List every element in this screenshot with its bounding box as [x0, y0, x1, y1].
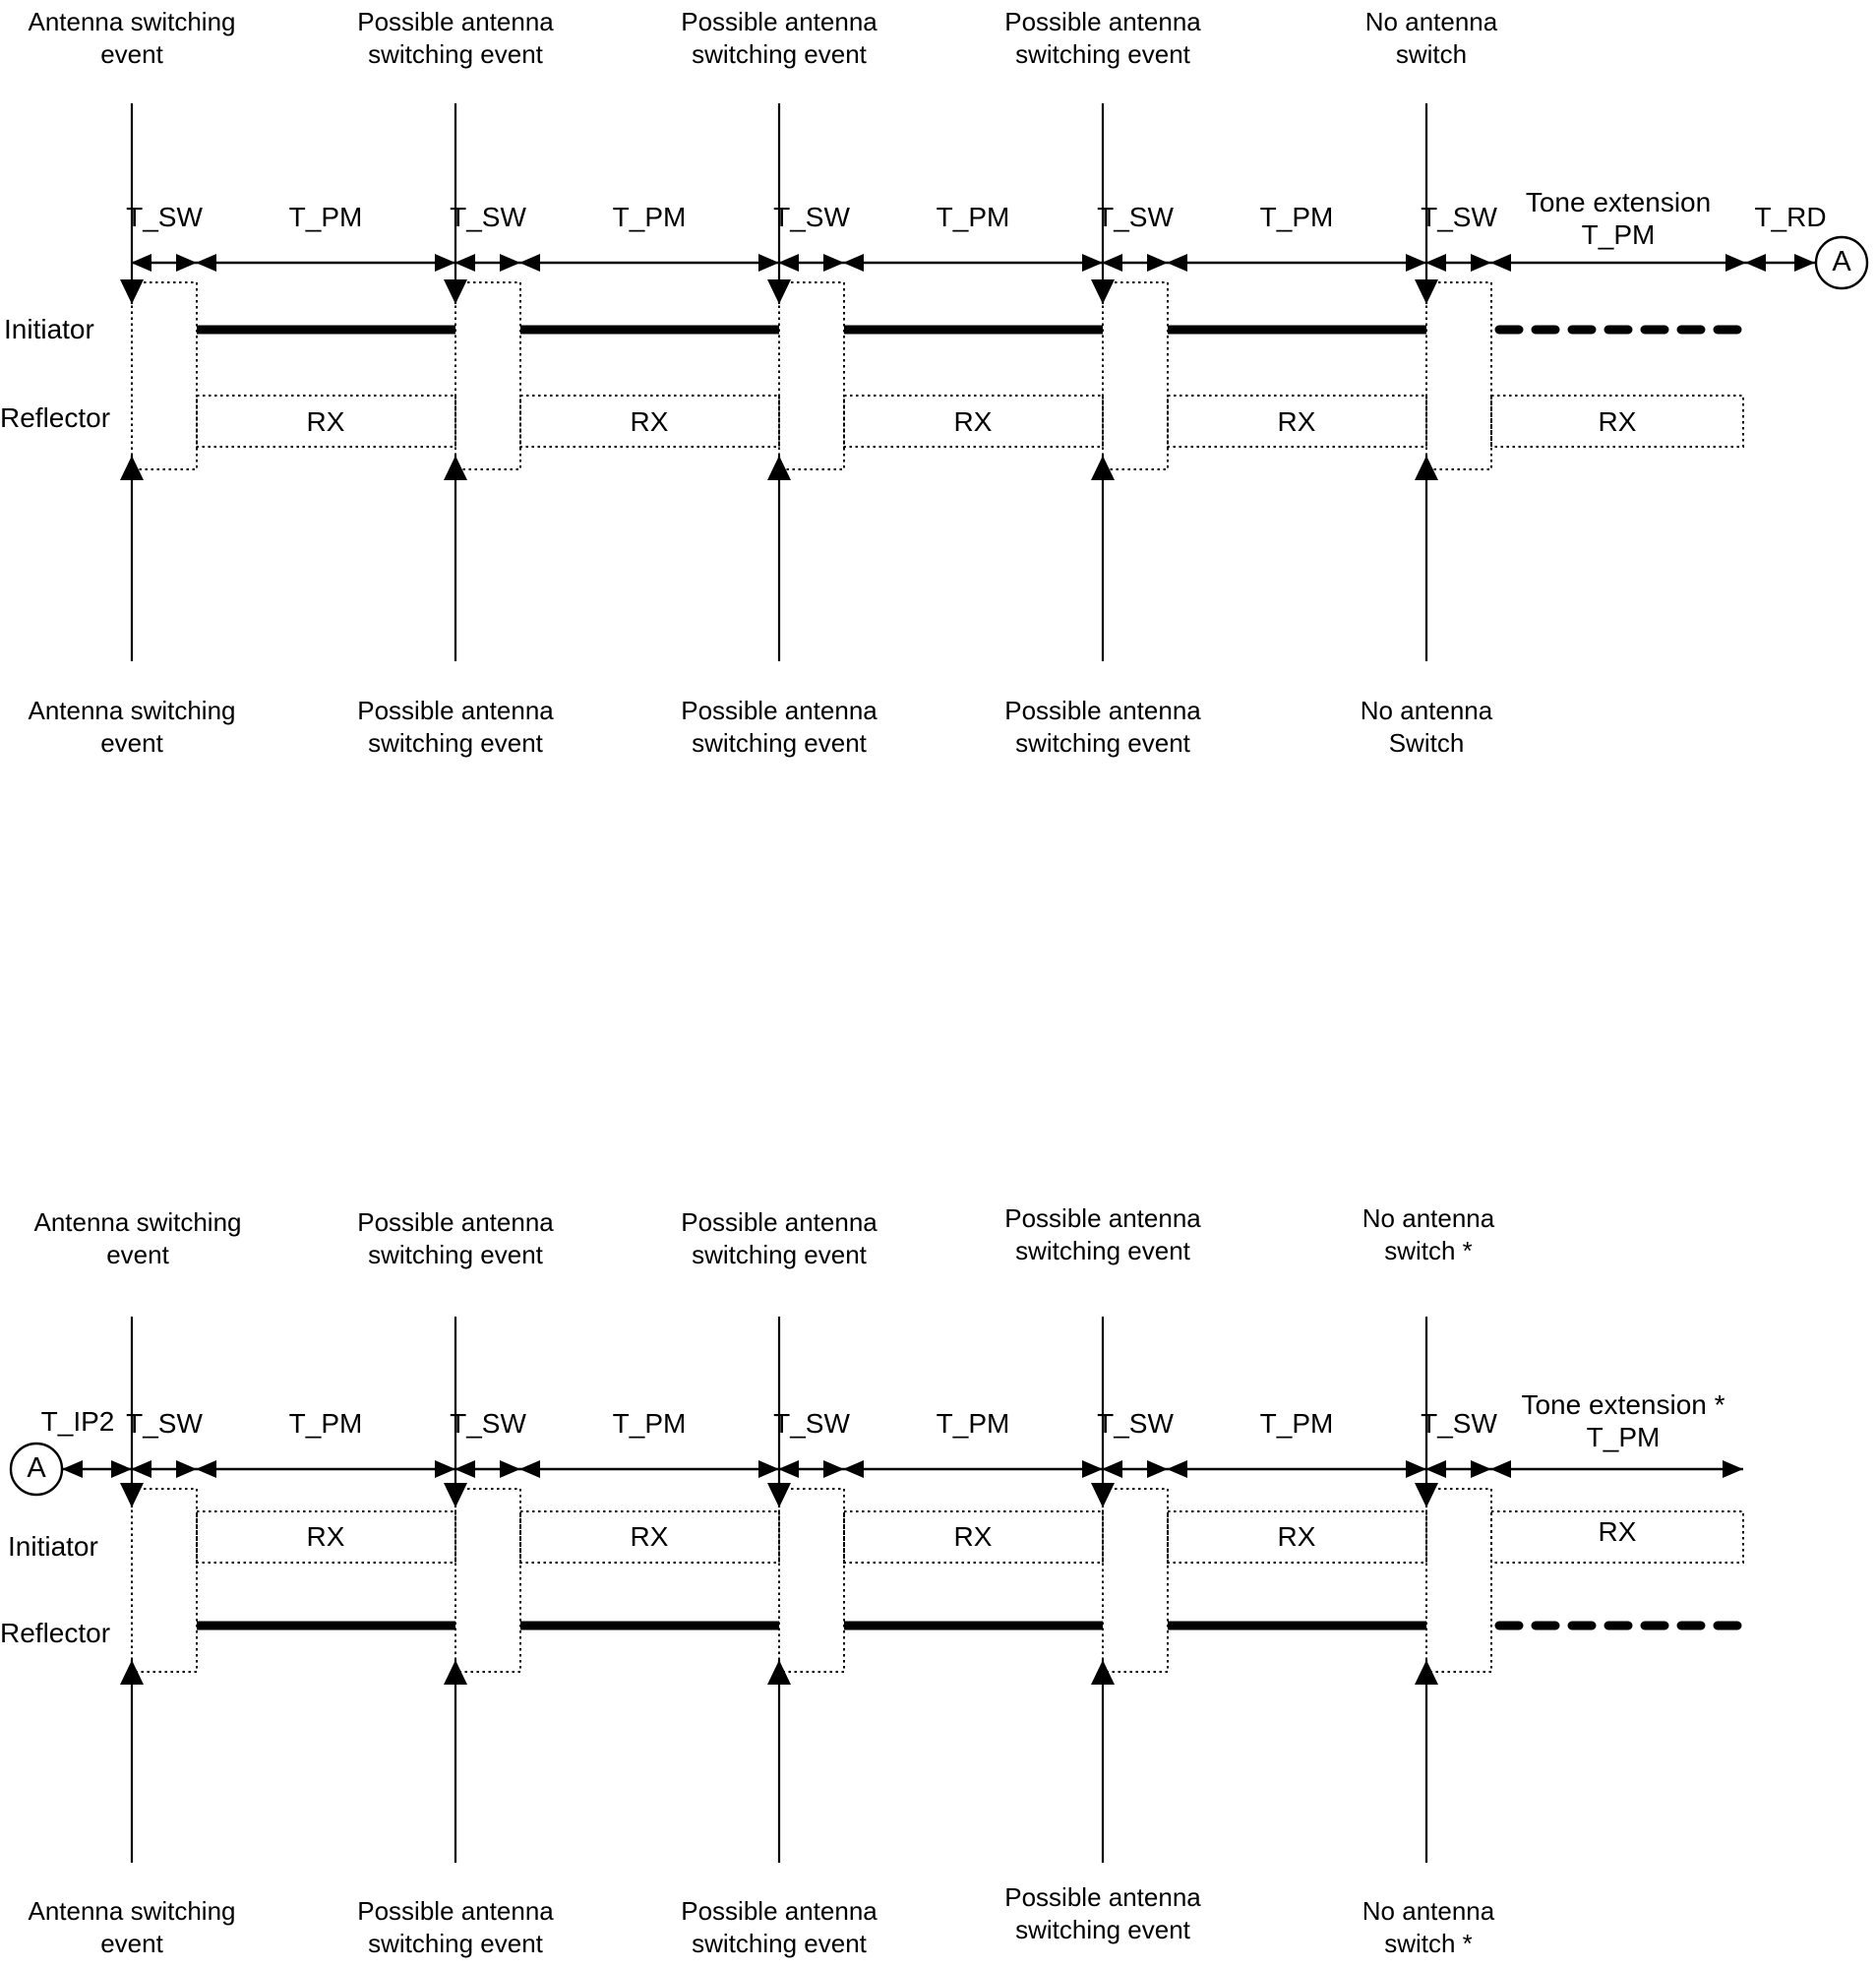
rx-window-box [1167, 395, 1427, 448]
timing-label-tone-extension: Tone extension * T_PM [1521, 1389, 1725, 1452]
timing-label-t-pm: T_PM [936, 202, 1010, 232]
rx-window-box [196, 1510, 456, 1564]
event-label-bottom: Possible antenna switching event [1004, 1882, 1201, 1944]
timing-label-t-sw: T_SW [773, 1408, 850, 1439]
rx-window-box [843, 395, 1104, 448]
top-diagram-graphics [120, 103, 1869, 661]
connector-a-circle [1814, 235, 1869, 290]
switch-window-box [1425, 1488, 1492, 1673]
event-label-top: No antenna switch * [1362, 1203, 1495, 1265]
switch-window-box [1102, 1488, 1169, 1673]
event-label-bottom: Possible antenna switching event [681, 696, 877, 758]
timing-label-t-pm: T_PM [936, 1408, 1010, 1439]
rx-label: RX [1598, 406, 1637, 437]
timing-label-t-sw: T_SW [1421, 202, 1497, 232]
rx-window-box [1490, 395, 1744, 448]
rx-window-box [519, 395, 780, 448]
rx-label: RX [1598, 1516, 1637, 1547]
rx-label: RX [1277, 1521, 1316, 1552]
rx-label: RX [1277, 406, 1316, 437]
event-label-top: Possible antenna switching event [681, 7, 877, 69]
event-label-bottom: Antenna switching event [28, 1896, 236, 1958]
event-label-bottom: Antenna switching event [28, 696, 236, 758]
switch-window-box [454, 281, 521, 470]
row-label-initiator: Initiator [8, 1531, 98, 1562]
rx-window-box [196, 395, 456, 448]
timing-label-t-sw: T_SW [773, 202, 850, 232]
rx-window-box [1490, 1510, 1744, 1564]
event-label-top: Antenna switching event [28, 7, 236, 69]
switch-window-box [131, 1488, 198, 1673]
event-label-top: No antenna switch [1364, 7, 1498, 69]
row-label-reflector: Reflector [0, 402, 111, 433]
event-label-top: Possible antenna switching event [681, 1207, 877, 1269]
row-label-reflector: Reflector [0, 1618, 111, 1648]
event-label-bottom: No antenna switch * [1362, 1896, 1495, 1958]
timing-label-t-pm: T_PM [1259, 202, 1334, 232]
timing-label-t-sw: T_SW [126, 1408, 203, 1439]
switch-window-box [454, 1488, 521, 1673]
rx-label: RX [306, 1521, 345, 1552]
event-label-bottom: Possible antenna switching event [1004, 696, 1201, 758]
timing-label-t-sw: T_SW [450, 1408, 526, 1439]
rx-window-box [1167, 1510, 1427, 1564]
switch-window-box [778, 281, 845, 470]
timing-label-t-pm: T_PM [288, 202, 363, 232]
timing-label-t-sw: T_SW [126, 202, 203, 232]
bottom-diagram-graphics [9, 1317, 1744, 1863]
rx-window-box [519, 1510, 780, 1564]
rx-label: RX [953, 406, 993, 437]
event-label-top: Possible antenna switching event [357, 1207, 554, 1269]
row-label-initiator: Initiator [4, 314, 94, 344]
timing-label-t-pm: T_PM [612, 1408, 687, 1439]
connector-a-circle [9, 1442, 64, 1497]
rx-label: RX [630, 406, 669, 437]
event-label-bottom: Possible antenna switching event [357, 696, 554, 758]
event-label-top: Possible antenna switching event [1004, 7, 1201, 69]
timing-label-tone-extension: Tone extension T_PM [1525, 187, 1712, 250]
connector-a-label: A [27, 1451, 46, 1484]
event-label-bottom: No antenna Switch [1360, 696, 1493, 758]
timing-label-t-pm: T_PM [288, 1408, 363, 1439]
event-label-bottom: Possible antenna switching event [357, 1896, 554, 1958]
timing-label-t-rd: T_RD [1754, 202, 1827, 232]
timing-label-t-sw: T_SW [1097, 1408, 1174, 1439]
switch-window-box [778, 1488, 845, 1673]
timing-label-t-pm: T_PM [1259, 1408, 1334, 1439]
timing-label-t-sw: T_SW [450, 202, 526, 232]
rx-label: RX [630, 1521, 669, 1552]
connector-a-label: A [1832, 245, 1851, 277]
timing-label-t-pm: T_PM [612, 202, 687, 232]
timing-label-t-ip2: T_IP2 [40, 1406, 115, 1437]
rx-label: RX [953, 1521, 993, 1552]
timing-label-t-sw: T_SW [1097, 202, 1174, 232]
timing-label-t-sw: T_SW [1421, 1408, 1497, 1439]
event-label-top: Possible antenna switching event [1004, 1203, 1201, 1265]
switch-window-box [131, 281, 198, 470]
event-label-top: Possible antenna switching event [357, 7, 554, 69]
rx-window-box [843, 1510, 1104, 1564]
rx-label: RX [306, 406, 345, 437]
switch-window-box [1102, 281, 1169, 470]
event-label-bottom: Possible antenna switching event [681, 1896, 877, 1958]
switch-window-box [1425, 281, 1492, 470]
event-label-top: Antenna switching event [33, 1207, 242, 1269]
